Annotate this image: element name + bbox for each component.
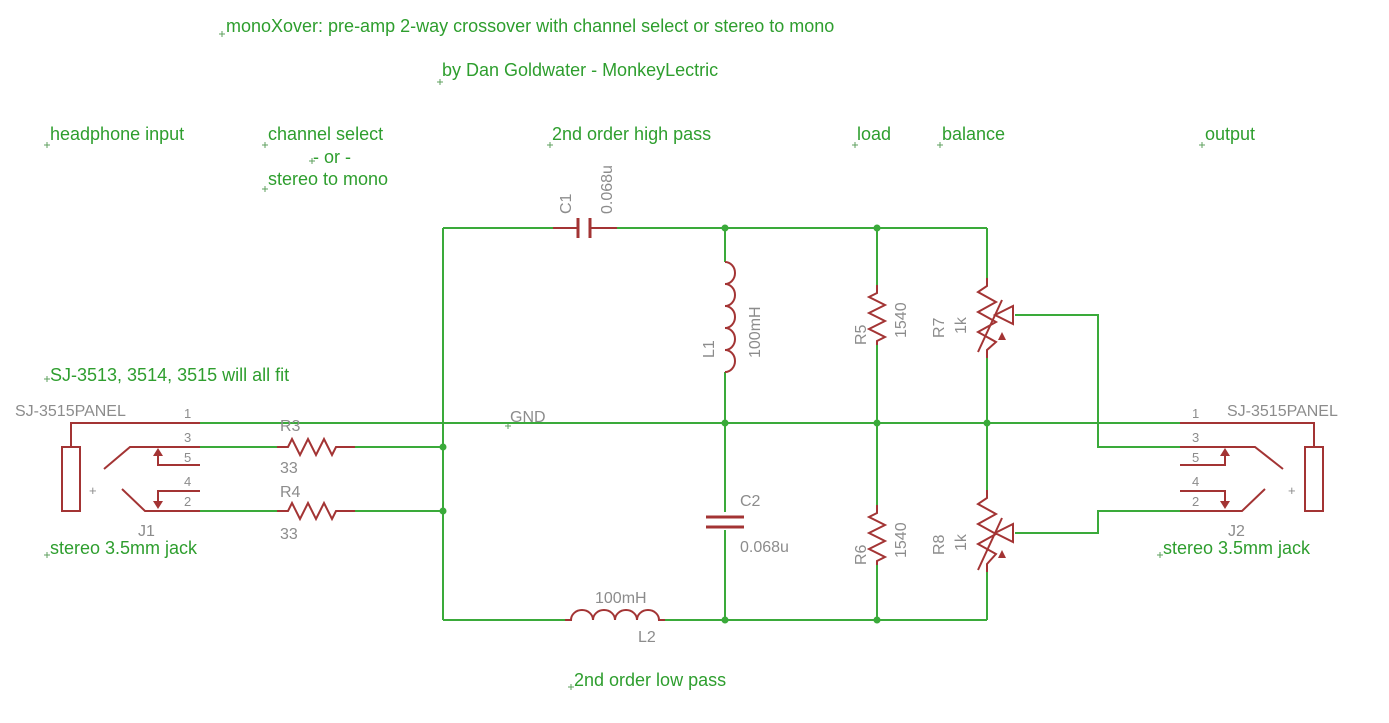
r5-resistor bbox=[866, 285, 888, 345]
label-channel-select: channel select bbox=[268, 124, 383, 144]
r3-name: R3 bbox=[280, 418, 301, 435]
c2-name: C2 bbox=[740, 493, 761, 510]
page-title: monoXover: pre-amp 2-way crossover with … bbox=[226, 16, 834, 36]
r6-value: 1540 bbox=[893, 522, 910, 558]
label-load: load bbox=[857, 124, 891, 144]
r3-resistor bbox=[277, 436, 355, 458]
l2-name: L2 bbox=[638, 629, 656, 646]
r5-value: 1540 bbox=[893, 302, 910, 338]
label-or: - or - bbox=[313, 147, 351, 167]
j2-plus-mark: + bbox=[1288, 483, 1296, 498]
j1-name: J1 bbox=[138, 523, 155, 540]
l1-value: 100mH bbox=[747, 306, 764, 358]
label-jack-left: stereo 3.5mm jack bbox=[50, 538, 198, 558]
wires bbox=[200, 227, 1180, 621]
r6-resistor bbox=[866, 505, 888, 565]
j2-name: J2 bbox=[1228, 523, 1245, 540]
label-fit-note: SJ-3513, 3514, 3515 will all fit bbox=[50, 365, 289, 385]
j1-value: SJ-3515PANEL bbox=[15, 403, 126, 420]
label-balance: balance bbox=[942, 124, 1005, 144]
pin-number: 5 bbox=[184, 450, 191, 465]
label-low-pass: 2nd order low pass bbox=[574, 670, 726, 690]
pin-number: 2 bbox=[184, 494, 191, 509]
pin-number: 4 bbox=[184, 474, 191, 489]
r8-value: 1k bbox=[953, 533, 970, 551]
j1-pin-numbers: 1 3 5 4 2 bbox=[184, 406, 191, 509]
l1-name: L1 bbox=[701, 340, 718, 358]
label-jack-right: stereo 3.5mm jack bbox=[1163, 538, 1311, 558]
junctions bbox=[439, 224, 991, 624]
label-stereo-to-mono: stereo to mono bbox=[268, 169, 388, 189]
r8-name: R8 bbox=[931, 534, 948, 555]
label-headphone-input: headphone input bbox=[50, 124, 184, 144]
label-high-pass: 2nd order high pass bbox=[552, 124, 711, 144]
c2-value: 0.068u bbox=[740, 539, 789, 556]
j2-jack bbox=[1180, 422, 1324, 512]
label-output: output bbox=[1205, 124, 1255, 144]
r7-value: 1k bbox=[953, 316, 970, 334]
pin-number: 1 bbox=[184, 406, 191, 421]
j2-pin-numbers: 1 3 5 4 2 bbox=[1192, 406, 1199, 509]
pin-number: 3 bbox=[184, 430, 191, 445]
j1-plus-mark: + bbox=[89, 483, 97, 498]
net-gnd-label: GND bbox=[510, 409, 546, 426]
pin-number: 3 bbox=[1192, 430, 1199, 445]
pin-number: 5 bbox=[1192, 450, 1199, 465]
c1-name: C1 bbox=[558, 193, 575, 214]
r6-name: R6 bbox=[853, 544, 870, 565]
c2-capacitor bbox=[706, 515, 744, 529]
r4-resistor bbox=[277, 500, 355, 522]
l1-inductor bbox=[724, 261, 736, 373]
r8-potentiometer bbox=[975, 490, 1014, 572]
pin-number: 1 bbox=[1192, 406, 1199, 421]
r7-potentiometer bbox=[975, 278, 1014, 358]
r3-value: 33 bbox=[280, 460, 298, 477]
author-credit: by Dan Goldwater - MonkeyLectric bbox=[442, 60, 718, 80]
r4-value: 33 bbox=[280, 526, 298, 543]
l2-inductor bbox=[565, 609, 665, 621]
r4-name: R4 bbox=[280, 484, 301, 501]
pin-number: 4 bbox=[1192, 474, 1199, 489]
c1-value: 0.068u bbox=[599, 165, 616, 214]
c1-capacitor bbox=[553, 218, 617, 238]
origin-marks bbox=[44, 31, 1205, 690]
r7-name: R7 bbox=[931, 317, 948, 338]
l2-value: 100mH bbox=[595, 590, 647, 607]
j2-value: SJ-3515PANEL bbox=[1227, 403, 1338, 420]
pin-number: 2 bbox=[1192, 494, 1199, 509]
r5-name: R5 bbox=[853, 324, 870, 345]
j1-jack bbox=[61, 422, 200, 512]
